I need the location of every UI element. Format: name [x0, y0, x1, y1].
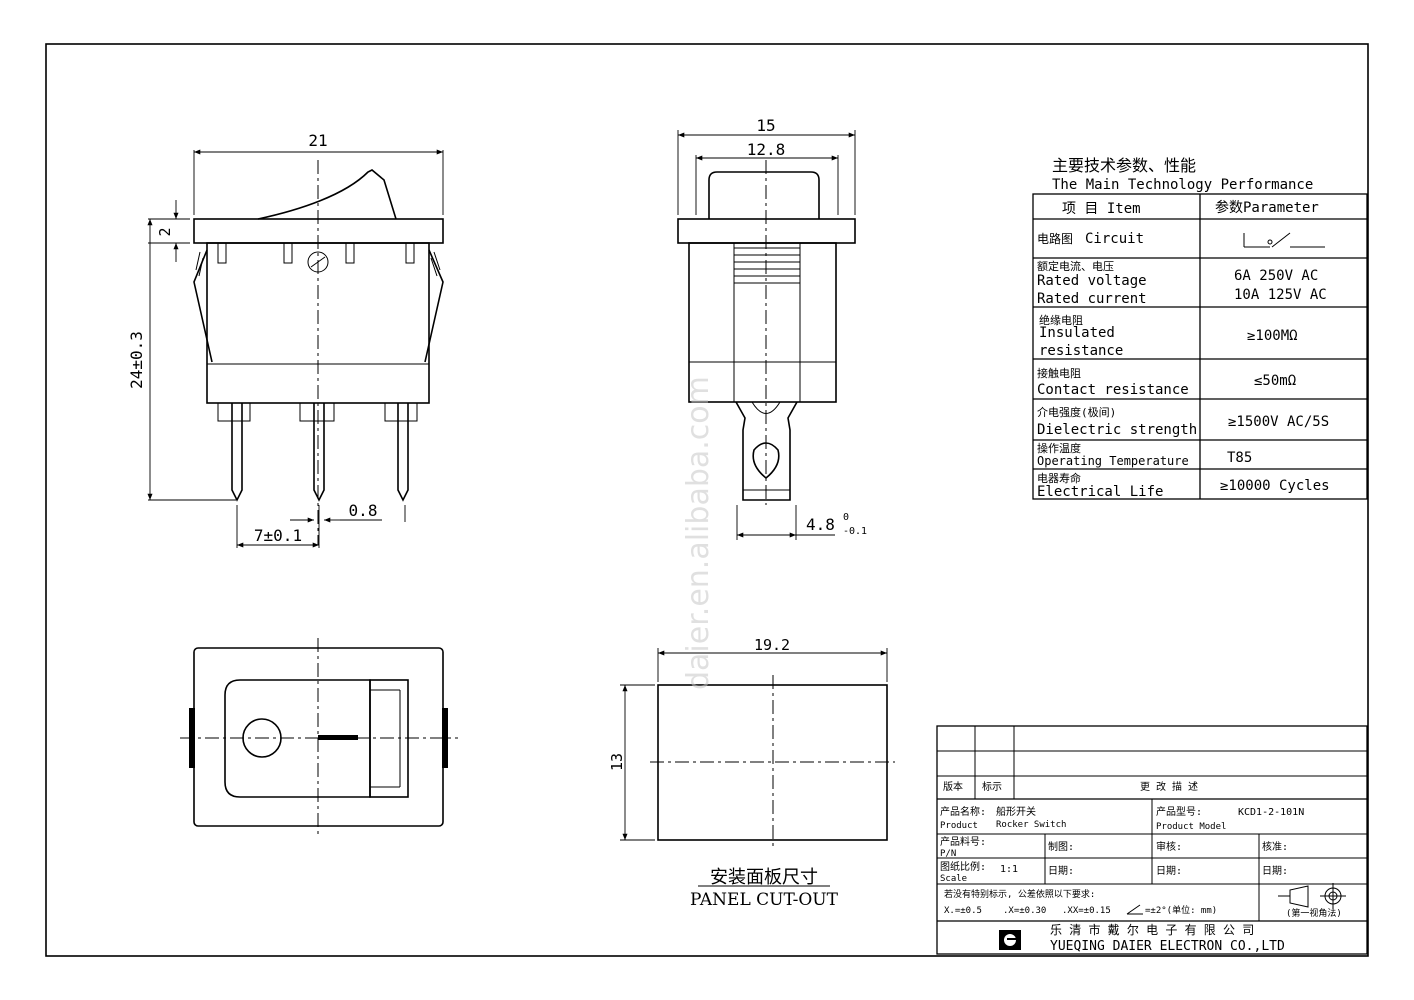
tb-tol-x: X.=±0.5 [944, 906, 982, 916]
cutout-label-en: PANEL CUT-OUT [690, 890, 839, 910]
row-contact-cn: 接触电阻 [1037, 366, 1081, 380]
row-dielectric-cn: 介电强度(极间) [1037, 405, 1116, 419]
pin-right [397, 403, 409, 502]
row-insulated-value: ≥100MΩ [1247, 328, 1298, 344]
tb-tol-angle: =±2°(单位: mm) [1145, 904, 1217, 916]
tb-pn-cn: 产品料号: [940, 835, 986, 848]
watermark: daier.en.alibaba.com [681, 376, 716, 690]
row-dielectric-value: ≥1500V AC/5S [1228, 414, 1329, 430]
tb-product-name-cn: 产品名称: [940, 805, 986, 818]
row-contact-en: Contact resistance [1037, 382, 1189, 398]
side-dimensions [677, 130, 856, 540]
row-life-value: ≥10000 Cycles [1220, 478, 1330, 494]
header-item: 项 目 Item [1062, 201, 1141, 217]
dim-cutout-height: 13 [608, 753, 626, 771]
side-terminal [735, 401, 798, 501]
tb-drawn: 制图: [1048, 840, 1074, 853]
dim-side-width: 15 [756, 116, 775, 135]
row-circuit-en: Circuit [1085, 231, 1144, 247]
tb-product-name-en: Product [940, 821, 978, 831]
tb-date1: 日期: [1048, 865, 1074, 877]
dim-tab-tol-lower: -0.1 [843, 526, 867, 537]
row-rated-value: 6A 250V AC [1234, 268, 1318, 284]
tb-product-model-value: KCD1-2-101N [1238, 807, 1304, 818]
tb-product-model-en: Product Model [1156, 822, 1226, 832]
tb-company-en: YUEQING DAIER ELECTRON CO.,LTD [1050, 939, 1285, 954]
row-insulated-cn: 绝缘电阻 [1039, 313, 1083, 327]
row-temp-en: Operating Temperature [1037, 454, 1189, 468]
tb-date3: 日期: [1262, 865, 1288, 877]
tb-scale-en: Scale [940, 874, 967, 884]
tb-approved: 核准: [1262, 840, 1288, 853]
tb-date2: 日期: [1156, 865, 1182, 877]
tb-version: 版本 [943, 780, 963, 793]
sheet-border [45, 43, 1369, 957]
performance-title-cn: 主要技术参数、性能 [1052, 156, 1196, 175]
angle-icon [1126, 904, 1143, 915]
tb-tol-xx: .X=±0.30 [1003, 906, 1046, 916]
tb-scale-value: 1:1 [1000, 864, 1018, 875]
projection-symbol-icon [1278, 883, 1346, 909]
top-rocker [224, 679, 371, 798]
tb-product-name-value-en: Rocker Switch [996, 820, 1066, 830]
tb-tolerance-note: 若没有特别标示, 公差依照以下要求: [944, 888, 1095, 900]
dim-side-inner-width: 12.8 [747, 140, 786, 159]
top-view [180, 638, 458, 838]
dim-tab-tol-upper: 0 [843, 512, 849, 523]
rocker-actuator [257, 169, 397, 220]
row-rated-en: Rated voltage [1037, 273, 1147, 289]
company-logo-icon [999, 930, 1021, 950]
row-rated-en2: Rated current [1037, 291, 1147, 307]
front-dimensions [147, 149, 444, 548]
tb-product-model-cn: 产品型号: [1156, 805, 1202, 818]
tb-company-cn: 乐 清 市 戴 尔 电 子 有 限 公 司 [1050, 922, 1254, 937]
row-circuit-cn: 电路图 [1037, 231, 1073, 246]
row-temp-cn: 操作温度 [1037, 441, 1081, 455]
row-temp-value: T85 [1227, 450, 1252, 466]
tb-checked: 审核: [1156, 840, 1182, 853]
circuit-symbol-icon [1243, 232, 1325, 248]
tb-scale-cn: 图纸比例: [940, 860, 986, 873]
dim-pin-pitch: 7±0.1 [254, 526, 302, 545]
dim-total-height: 24±0.3 [127, 331, 146, 389]
dim-front-width: 21 [308, 131, 327, 150]
dim-tab-width: 4.8 [806, 515, 835, 534]
tb-pn-en: P/N [940, 849, 956, 859]
panel-cutout-view [620, 648, 895, 887]
row-rated-cn: 额定电流、电压 [1037, 259, 1114, 273]
row-rated-value2: 10A 125V AC [1234, 287, 1327, 303]
row-dielectric-en: Dielectric strength [1037, 422, 1197, 438]
pin-left [231, 403, 243, 502]
dim-cutout-width: 19.2 [754, 636, 790, 654]
title-block [936, 725, 1368, 955]
side-rocker [708, 171, 820, 219]
pin-middle [313, 403, 325, 502]
row-life-en: Electrical Life [1037, 484, 1163, 500]
side-housing [688, 242, 837, 403]
tb-mark: 标示 [982, 781, 1002, 793]
tb-product-name-value-cn: 船形开关 [996, 805, 1036, 818]
row-contact-value: ≤50mΩ [1254, 373, 1296, 389]
header-param: 参数Parameter [1215, 199, 1319, 216]
performance-title-en: The Main Technology Performance [1052, 177, 1313, 193]
tb-projection: (第一视角法) [1286, 907, 1342, 919]
performance-table [1032, 193, 1368, 500]
dim-pin-thickness: 0.8 [349, 501, 378, 520]
row-insulated-en: Insulated [1039, 325, 1115, 341]
cutout-label-cn: 安装面板尺寸 [710, 867, 818, 888]
side-view [677, 160, 856, 505]
row-insulated-en2: resistance [1039, 343, 1123, 359]
tb-tol-xxx: .XX=±0.15 [1062, 906, 1111, 916]
dim-cap-height: 2 [156, 227, 174, 236]
tb-change-desc: 更 改 描 述 [1140, 780, 1198, 793]
front-view [193, 160, 444, 545]
row-life-cn: 电器寿命 [1037, 471, 1081, 485]
